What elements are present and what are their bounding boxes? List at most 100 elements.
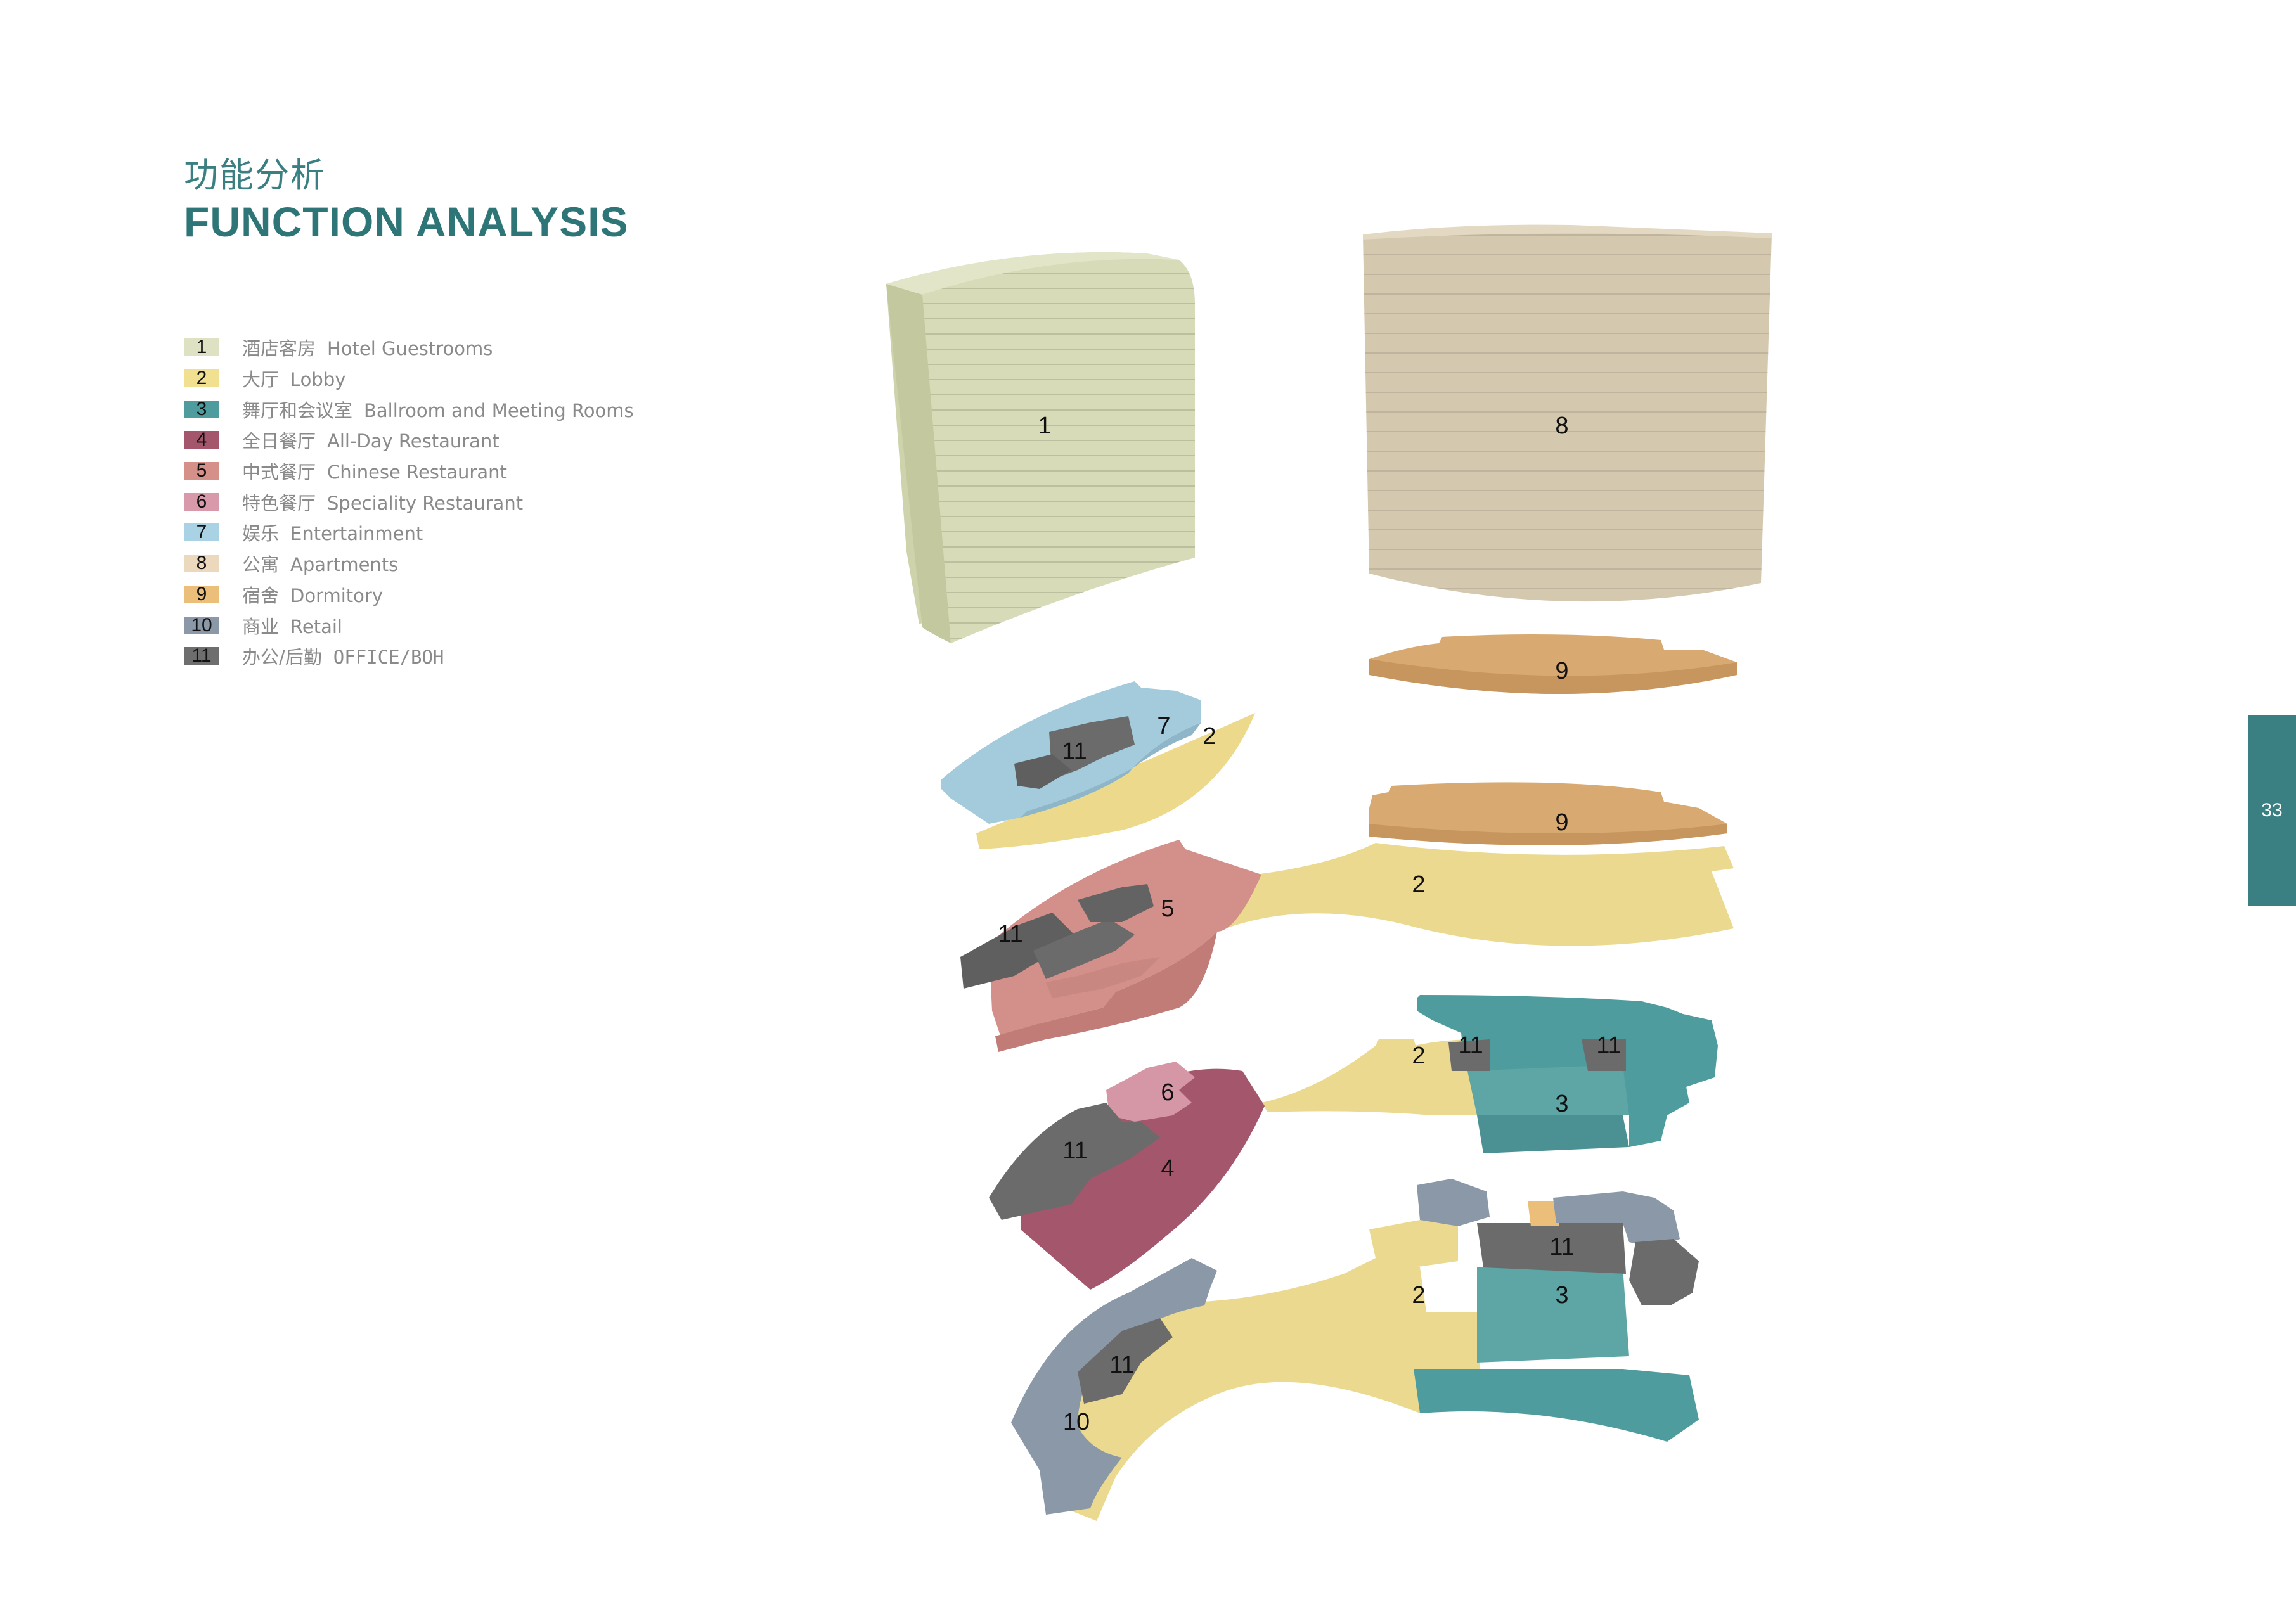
legend-label-cn: 办公/后勤 bbox=[242, 646, 322, 669]
legend-swatch: 6 bbox=[184, 491, 219, 512]
legend-label-cn: 酒店客房 bbox=[242, 338, 316, 360]
legend-label-en: Ballroom and Meeting Rooms bbox=[364, 399, 634, 421]
legend-label: 酒店客房 Hotel Guestrooms bbox=[242, 334, 493, 361]
label-dormitory-lower: 9 bbox=[1555, 809, 1568, 836]
legend-number: 6 bbox=[196, 491, 207, 512]
floor-allday-restaurant bbox=[989, 1039, 1464, 1290]
floor-dormitory-upper bbox=[1369, 634, 1737, 694]
label-entertainment: 7 bbox=[1157, 713, 1170, 740]
legend-label: 公寓 Apartments bbox=[242, 550, 398, 577]
legend-label-en: All-Day Restaurant bbox=[327, 430, 500, 452]
legend-item: 1 酒店客房 Hotel Guestrooms bbox=[184, 332, 634, 363]
label-chinese-office: 11 bbox=[998, 921, 1022, 947]
label-retail: 10 bbox=[1063, 1409, 1090, 1435]
legend-number: 5 bbox=[196, 460, 207, 482]
floor-ballroom bbox=[1372, 995, 1718, 1153]
legend-item: 8 公寓 Apartments bbox=[184, 548, 634, 579]
label-lobby-level3: 2 bbox=[1412, 871, 1425, 898]
legend-label-cn: 特色餐厅 bbox=[242, 492, 316, 514]
label-ballroom: 3 bbox=[1555, 1091, 1568, 1117]
legend-number: 11 bbox=[191, 645, 212, 667]
tower-apartments bbox=[1363, 224, 1772, 602]
floor-ground bbox=[1011, 1179, 1699, 1521]
page-title-chinese: 功能分析 bbox=[184, 155, 326, 195]
legend-label-en: Retail bbox=[290, 615, 342, 638]
label-ground-office-right: 11 bbox=[1549, 1234, 1574, 1261]
legend-label-cn: 大厅 bbox=[242, 369, 280, 391]
page-number: 33 bbox=[2261, 800, 2283, 821]
tower-hotel-guestrooms bbox=[886, 252, 1195, 644]
label-ground-lobby: 2 bbox=[1412, 1282, 1425, 1309]
legend-number: 7 bbox=[196, 522, 207, 543]
label-entertainment-office: 11 bbox=[1062, 738, 1087, 765]
legend-label: 办公/后勤 OFFICE/BOH bbox=[242, 643, 444, 669]
legend-swatch: 10 bbox=[184, 614, 219, 636]
legend-item: 2 大厅 Lobby bbox=[184, 363, 634, 394]
legend-swatch: 2 bbox=[184, 368, 219, 389]
label-allday-office: 11 bbox=[1062, 1138, 1087, 1164]
legend: 1 酒店客房 Hotel Guestrooms 2 大厅 Lobby 3 舞厅和会议室 Ball… bbox=[184, 332, 634, 672]
legend-number: 8 bbox=[196, 553, 207, 574]
label-guestrooms: 1 bbox=[1038, 413, 1051, 439]
floor-entertainment bbox=[941, 681, 1255, 849]
legend-label: 商业 Retail bbox=[242, 612, 342, 639]
legend-label-cn: 娱乐 bbox=[242, 523, 280, 545]
legend-label-en: Lobby bbox=[290, 369, 346, 391]
label-dormitory-upper: 9 bbox=[1555, 658, 1568, 684]
legend-swatch: 8 bbox=[184, 553, 219, 574]
legend-label-cn: 中式餐厅 bbox=[242, 461, 316, 484]
legend-label: 宿舍 Dormitory bbox=[242, 581, 383, 608]
floor-dormitory-lower bbox=[1369, 782, 1727, 845]
legend-swatch: 11 bbox=[184, 645, 219, 667]
label-entertainment-lobby: 2 bbox=[1203, 723, 1216, 750]
legend-label: 舞厅和会议室 Ballroom and Meeting Rooms bbox=[242, 396, 634, 423]
legend-label: 特色餐厅 Speciality Restaurant bbox=[242, 489, 523, 515]
label-speciality-restaurant: 6 bbox=[1161, 1079, 1174, 1106]
label-ground-office-left: 11 bbox=[1109, 1352, 1134, 1378]
legend-label: 娱乐 Entertainment bbox=[242, 519, 423, 546]
legend-number: 10 bbox=[191, 614, 212, 636]
legend-label-en: Hotel Guestrooms bbox=[327, 338, 493, 360]
legend-swatch: 3 bbox=[184, 398, 219, 420]
label-ballroom-lobby: 2 bbox=[1412, 1042, 1425, 1069]
legend-label-en: Apartments bbox=[290, 554, 399, 576]
legend-item: 6 特色餐厅 Speciality Restaurant bbox=[184, 486, 634, 517]
legend-label-cn: 舞厅和会议室 bbox=[242, 399, 353, 421]
page-number-tab: 33 bbox=[2248, 715, 2296, 906]
label-ballroom-office-right: 11 bbox=[1596, 1032, 1621, 1059]
legend-label-en: Speciality Restaurant bbox=[327, 492, 524, 514]
legend-swatch: 7 bbox=[184, 522, 219, 543]
legend-item: 5 中式餐厅 Chinese Restaurant bbox=[184, 456, 634, 487]
legend-number: 4 bbox=[196, 429, 207, 451]
label-apartments: 8 bbox=[1555, 413, 1568, 439]
legend-number: 9 bbox=[196, 583, 207, 605]
label-ground-ballroom: 3 bbox=[1555, 1282, 1568, 1309]
legend-label-en: Dormitory bbox=[290, 584, 384, 606]
legend-label: 大厅 Lobby bbox=[242, 365, 345, 392]
label-allday-restaurant: 4 bbox=[1161, 1155, 1174, 1182]
legend-item: 10 商业 Retail bbox=[184, 610, 634, 641]
legend-label: 中式餐厅 Chinese Restaurant bbox=[242, 458, 507, 484]
label-chinese-restaurant: 5 bbox=[1161, 895, 1174, 922]
legend-swatch: 9 bbox=[184, 583, 219, 605]
legend-item: 9 宿舍 Dormitory bbox=[184, 579, 634, 610]
floor-chinese-restaurant bbox=[960, 840, 1734, 1052]
legend-number: 3 bbox=[196, 398, 207, 420]
label-ballroom-office-left: 11 bbox=[1458, 1032, 1483, 1059]
legend-label-en: OFFICE/BOH bbox=[333, 646, 444, 669]
legend-item: 7 娱乐 Entertainment bbox=[184, 517, 634, 548]
legend-label-cn: 宿舍 bbox=[242, 584, 280, 606]
legend-label-en: Chinese Restaurant bbox=[327, 461, 507, 484]
legend-number: 1 bbox=[196, 337, 207, 358]
legend-number: 2 bbox=[196, 368, 207, 389]
legend-swatch: 4 bbox=[184, 429, 219, 451]
legend-label-cn: 公寓 bbox=[242, 554, 280, 576]
legend-label-cn: 商业 bbox=[242, 615, 280, 638]
legend-label-en: Entertainment bbox=[290, 523, 423, 545]
legend-item: 3 舞厅和会议室 Ballroom and Meeting Rooms bbox=[184, 394, 634, 425]
legend-swatch: 5 bbox=[184, 460, 219, 482]
legend-swatch: 1 bbox=[184, 337, 219, 358]
